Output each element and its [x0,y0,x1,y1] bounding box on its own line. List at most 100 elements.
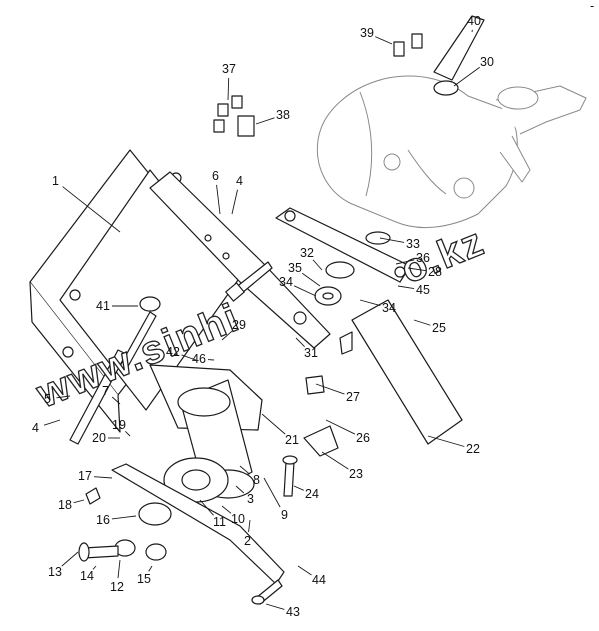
callout-39: 39 [360,26,374,40]
leader-16 [111,515,137,520]
leader-36 [395,259,415,265]
callout-40: 40 [467,14,481,28]
callout-3: 3 [247,492,254,506]
leader-45 [397,285,415,290]
leader-13 [61,551,79,567]
callout-11: 11 [213,515,226,529]
callout-38: 38 [276,108,290,122]
lower-arm [78,463,285,585]
leader-27 [315,383,345,395]
callout-9: 9 [281,508,288,522]
leader-24 [293,485,304,491]
leader-34b [359,299,381,307]
leader-21 [261,413,286,435]
guard-plate [303,299,463,457]
callout-12: 12 [110,580,124,594]
callout-1: 1 [52,174,59,188]
callout-13: 13 [48,565,62,579]
leader-11 [199,499,214,516]
leader-lines [43,29,480,610]
callout-2: 2 [244,534,251,548]
callout-8: 8 [253,473,260,487]
callout-33: 33 [406,237,420,251]
engine-housing-ghost [316,75,587,229]
leader-19 [125,431,131,437]
callout-31: 31 [304,346,318,360]
callout-4a: 4 [236,174,243,188]
leader-22 [427,435,465,447]
callout-30: 30 [480,55,494,69]
leader-34a [293,285,317,297]
leader-15 [148,565,153,572]
callout-34a: 34 [279,275,293,289]
watermark-right: o.kz [395,219,491,292]
leader-5 [56,395,71,399]
cylinder-damper [149,364,263,503]
leader-25 [413,319,431,326]
callout-44: 44 [312,573,326,587]
leader-17 [93,476,113,479]
callout-34b: 34 [382,301,396,315]
leader-43 [265,603,285,610]
callout-19: 19 [112,418,126,432]
callout-24: 24 [305,487,319,501]
leader-6 [216,184,221,215]
leader-7 [111,396,121,405]
leader-26 [325,419,356,435]
leader-2 [248,519,251,533]
leader-4b [43,419,61,426]
callout-5: 5 [44,392,51,406]
callout-16: 16 [96,513,110,527]
callout-17: 17 [78,469,92,483]
callout-6: 6 [212,169,219,183]
leader-8 [239,465,250,475]
leader-32 [312,259,323,271]
leader-18 [73,499,85,504]
callout-25: 25 [432,321,446,335]
callout-7: 7 [102,384,109,398]
callout-21: 21 [285,433,299,447]
leader-38 [255,117,275,125]
upper-fasteners [213,15,485,306]
callout-35: 35 [288,261,302,275]
leader-3 [235,485,245,494]
leader-23 [321,451,349,470]
callout-29: 29 [232,318,246,332]
callout-32: 32 [300,246,314,260]
top-link [275,207,411,283]
leader-12 [117,559,121,579]
callout-4b: 4 [32,421,39,435]
leader-29 [221,330,233,341]
leader-39 [375,36,393,45]
leader-14 [92,565,97,570]
upper-arm-plate [149,171,331,349]
callout-43: 43 [286,605,300,619]
callout-45: 45 [416,283,430,297]
callout-36: 36 [416,251,430,265]
leader-1 [62,186,121,233]
leader-4a [231,189,238,215]
leader-9 [263,477,281,508]
leader-28 [407,267,427,272]
lower-bolts [251,375,325,605]
leader-37 [227,77,230,101]
leader-35 [302,272,321,287]
callout-22: 22 [466,442,480,456]
callout-18: 18 [58,498,72,512]
callout-15: 15 [137,572,151,586]
callout-10: 10 [231,512,245,526]
callout-28: 28 [428,265,442,279]
callout-26: 26 [356,431,370,445]
callout-41: 41 [96,299,110,313]
long-pins [69,296,161,445]
corner-mark: - [590,0,594,13]
leader-42 [181,354,197,361]
leader-30 [453,66,480,87]
callout-23: 23 [349,467,363,481]
callout-14: 14 [80,569,94,583]
callout-42: 42 [166,345,180,359]
leader-10 [221,505,232,514]
callout-20: 20 [92,431,106,445]
callout-37: 37 [222,62,236,76]
